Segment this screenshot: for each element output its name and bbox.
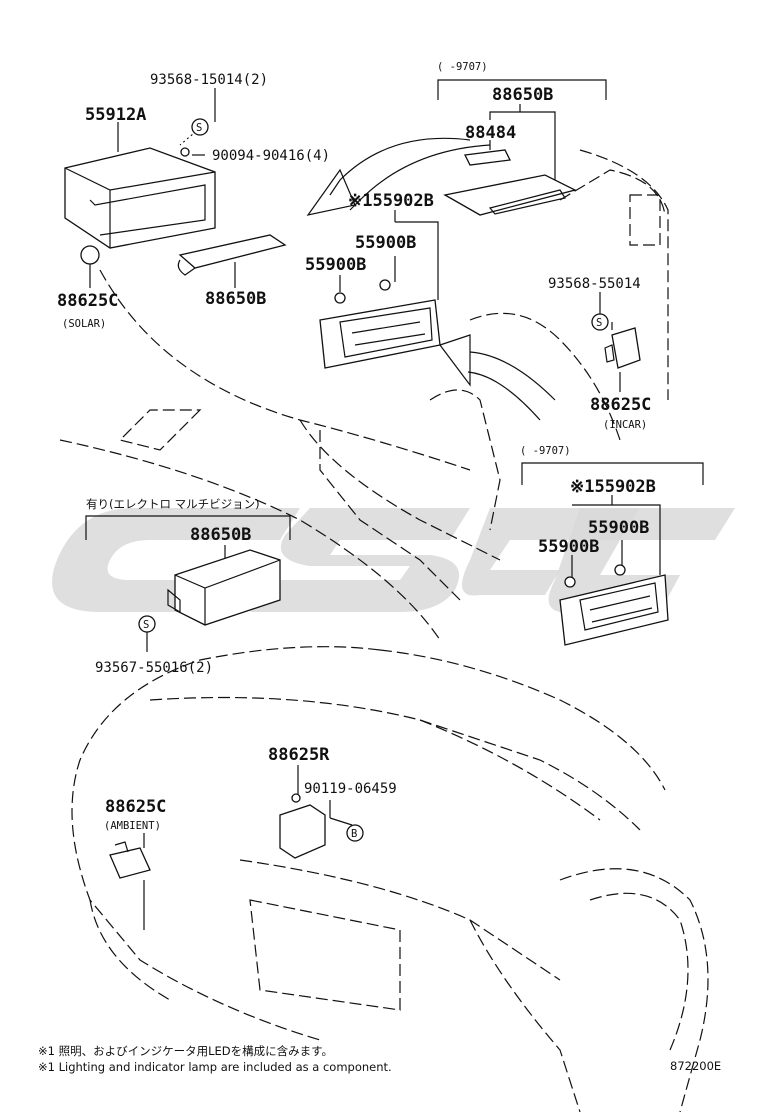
footnote-en: ※1 Lighting and indicator lamp are inclu… [38,1060,392,1074]
screw-icon [180,147,190,157]
direction-arrows [306,137,556,421]
label-55902b-right: ※155902B [570,477,656,497]
label-55900b-d: 55900B [538,537,599,557]
vehicle-outline [59,149,709,1112]
label-55900b-a: 55900B [355,233,416,253]
badge-s-2: S [591,313,609,331]
label-88650b-mid: 88650B [190,525,251,545]
label-90119-06459: 90119-06459 [304,781,397,797]
label-88625c-incar: 88625C [590,395,651,415]
label-88650b-left: 88650B [205,289,266,309]
badge-s-3: S [138,615,156,633]
part-88625c-incar [604,327,641,369]
label-multivision: 有り(エレクトロ マルチビジョン) [86,497,260,511]
badge-b: B [346,824,364,842]
part-88625c-ambient [109,841,151,879]
label-55902b-top: ※155902B [348,191,434,211]
label-93568-55014: 93568-55014 [548,276,641,292]
label-range-right: ( -9707) [520,445,571,457]
svg-text:S: S [596,317,602,329]
label-88484: 88484 [465,123,516,143]
label-incar: (INCAR) [603,419,647,431]
label-88625c-solar: 88625C [57,291,118,311]
part-55912a [64,147,216,249]
footnote-jp: ※1 照明、およびインジケータ用LEDを構成に含みます。 [38,1044,333,1058]
part-88650b-top [443,149,577,216]
solar-sensor-icon [80,245,100,265]
label-solar: (SOLAR) [62,318,106,330]
label-88625c-ambient: 88625C [105,797,166,817]
badge-s-1: S [191,118,209,136]
label-55900b-c: 55900B [588,518,649,538]
svg-text:S: S [143,619,149,631]
figure-id: 872200E [670,1059,721,1073]
label-range-top: ( -9707) [437,61,488,73]
part-88650b-mid [167,549,281,626]
svg-text:B: B [351,828,357,840]
part-88625r [279,793,326,859]
label-93568-15014: 93568-15014(2) [150,72,268,88]
label-88625r: 88625R [268,745,330,765]
label-90094-90416: 90094-90416(4) [212,148,330,164]
label-55912a: 55912A [85,105,146,125]
label-88650b-top: 88650B [492,85,553,105]
leader-lines [85,79,704,930]
svg-text:S: S [196,122,202,134]
part-88650b-left [177,234,287,276]
label-93567-55016: 93567-55016(2) [95,660,213,676]
part-55902b-top [319,279,441,369]
label-55900b-b: 55900B [305,255,366,275]
part-55902b-right [559,564,669,646]
label-ambient: (AMBIENT) [104,820,161,832]
